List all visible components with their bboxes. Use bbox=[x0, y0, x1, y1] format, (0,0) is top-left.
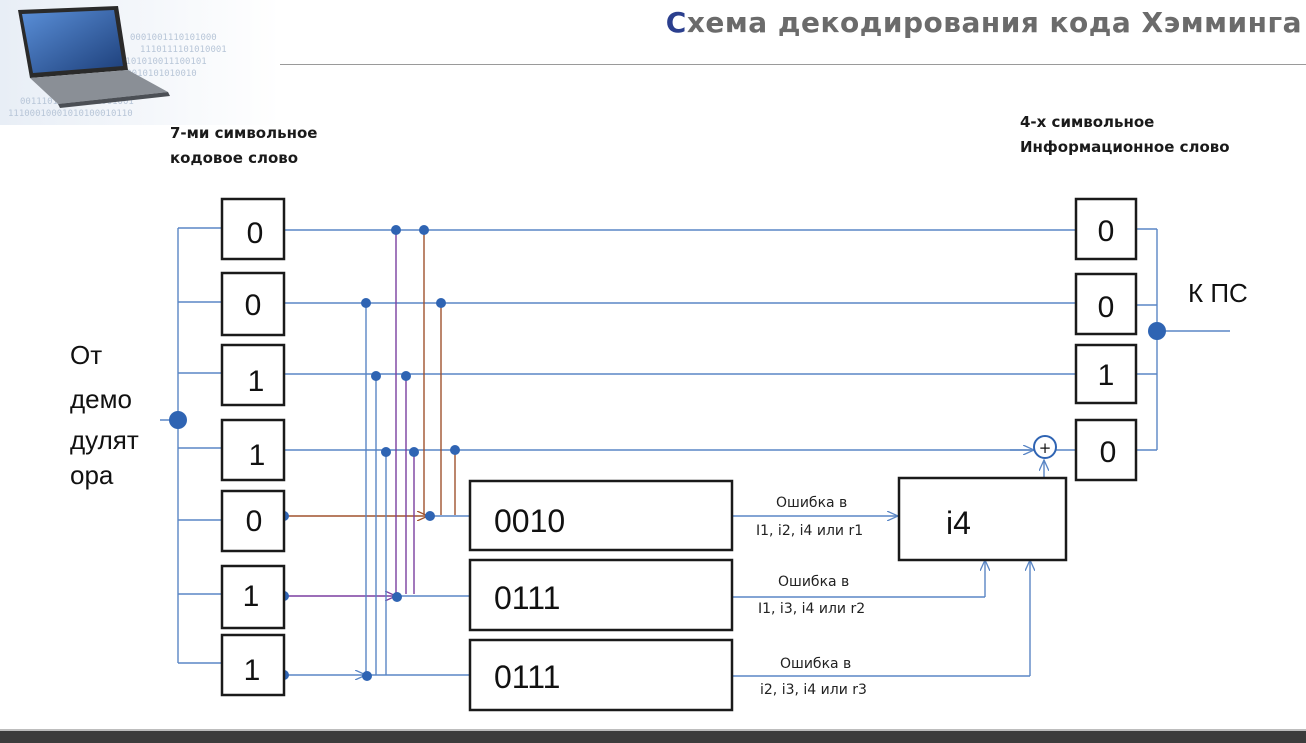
node bbox=[381, 447, 391, 457]
checker-pattern: 0111 bbox=[494, 659, 560, 695]
xor-gate: + bbox=[1033, 435, 1057, 459]
destination-label: К ПС bbox=[1188, 278, 1248, 308]
laptop-logo: 0001001110101000 1110111101010001 010101… bbox=[0, 0, 280, 125]
checker-box bbox=[468, 479, 734, 552]
xor-symbol: + bbox=[1039, 439, 1052, 457]
source-label-3: дулят bbox=[70, 425, 139, 455]
error-label: I1, i2, i4 или r1 bbox=[756, 523, 863, 539]
node bbox=[361, 298, 371, 308]
codeword-bit-box bbox=[220, 489, 286, 553]
footer-line bbox=[0, 729, 1306, 731]
node bbox=[450, 445, 460, 455]
checker-box bbox=[468, 558, 734, 632]
svg-text:1110010101010010: 1110010101010010 bbox=[110, 69, 197, 79]
codeword-bit: 0 bbox=[246, 505, 263, 538]
check-2-wires bbox=[284, 230, 415, 596]
codeword-bit: 0 bbox=[247, 217, 264, 250]
source-label-2: демо bbox=[70, 384, 132, 414]
syndrome-box bbox=[897, 476, 1068, 562]
error-label: Ошибка в bbox=[780, 656, 851, 672]
input-bus bbox=[160, 227, 222, 664]
output-bit: 1 bbox=[1098, 359, 1115, 392]
node bbox=[392, 592, 402, 602]
source-label-1: От bbox=[70, 340, 103, 370]
codeword-bit-box bbox=[220, 343, 286, 407]
output-bus bbox=[1136, 228, 1230, 451]
error-label: I1, i3, i4 или r2 bbox=[758, 601, 865, 617]
codeword-bit-box bbox=[220, 633, 286, 697]
error-label: Ошибка в bbox=[776, 495, 847, 511]
error-label: Ошибка в bbox=[778, 574, 849, 590]
input-caption-1: 7-ми символьное bbox=[170, 124, 318, 142]
output-bit: 0 bbox=[1098, 291, 1115, 324]
source-label-4: ора bbox=[70, 460, 114, 490]
error-label: i2, i3, i4 или r3 bbox=[760, 682, 867, 698]
svg-text:11100010001010100010110: 11100010001010100010110 bbox=[8, 109, 133, 119]
codeword-bit: 1 bbox=[249, 439, 266, 472]
output-boxes bbox=[1074, 197, 1138, 482]
codeword-bit-box bbox=[220, 197, 286, 261]
output-bit-box bbox=[1074, 418, 1138, 482]
input-caption-2: кодовое слово bbox=[170, 149, 299, 167]
codeword-bit-box bbox=[220, 271, 286, 337]
node-input bbox=[169, 411, 187, 429]
codeword-bit: 1 bbox=[244, 654, 261, 687]
check-3-wires bbox=[284, 303, 387, 675]
node bbox=[409, 447, 419, 457]
codeword-bit: 1 bbox=[248, 365, 265, 398]
output-caption-1: 4-х символьное bbox=[1020, 113, 1155, 131]
node bbox=[401, 371, 411, 381]
svg-text:0001001110101000: 0001001110101000 bbox=[130, 33, 217, 43]
checker-pattern: 0010 bbox=[494, 503, 565, 539]
output-bit-box bbox=[1074, 197, 1138, 261]
title-underline bbox=[280, 64, 1306, 65]
output-bit: 0 bbox=[1100, 436, 1117, 469]
output-bit-box bbox=[1074, 343, 1138, 405]
check-1-wires bbox=[284, 230, 456, 516]
checker-boxes bbox=[468, 476, 1068, 712]
output-bit: 0 bbox=[1098, 215, 1115, 248]
checker-box bbox=[468, 638, 734, 712]
codeword-boxes bbox=[220, 197, 286, 697]
codeword-bit: 0 bbox=[245, 289, 262, 322]
node-output bbox=[1148, 322, 1166, 340]
checker-outputs bbox=[732, 450, 1044, 677]
codeword-bit: 1 bbox=[243, 580, 260, 613]
node bbox=[419, 225, 429, 235]
checker-inputs bbox=[367, 515, 470, 676]
codeword-bit-box bbox=[220, 564, 286, 630]
node bbox=[391, 225, 401, 235]
output-caption-2: Информационное слово bbox=[1020, 138, 1230, 156]
syndrome-result: i4 bbox=[946, 505, 971, 541]
svg-text:0101010011100101: 0101010011100101 bbox=[120, 57, 207, 67]
output-bit-box bbox=[1074, 272, 1138, 336]
data-lines bbox=[284, 229, 1076, 451]
footer-bar bbox=[0, 731, 1306, 743]
node bbox=[362, 671, 372, 681]
node bbox=[371, 371, 381, 381]
codeword-bit-box bbox=[220, 418, 286, 482]
node bbox=[436, 298, 446, 308]
node bbox=[425, 511, 435, 521]
checker-pattern: 0111 bbox=[494, 580, 560, 616]
junction-nodes bbox=[169, 225, 1166, 681]
page-title: Схема декодирования кода Хэмминга bbox=[665, 6, 1302, 39]
svg-text:1110111101010001: 1110111101010001 bbox=[140, 45, 227, 55]
